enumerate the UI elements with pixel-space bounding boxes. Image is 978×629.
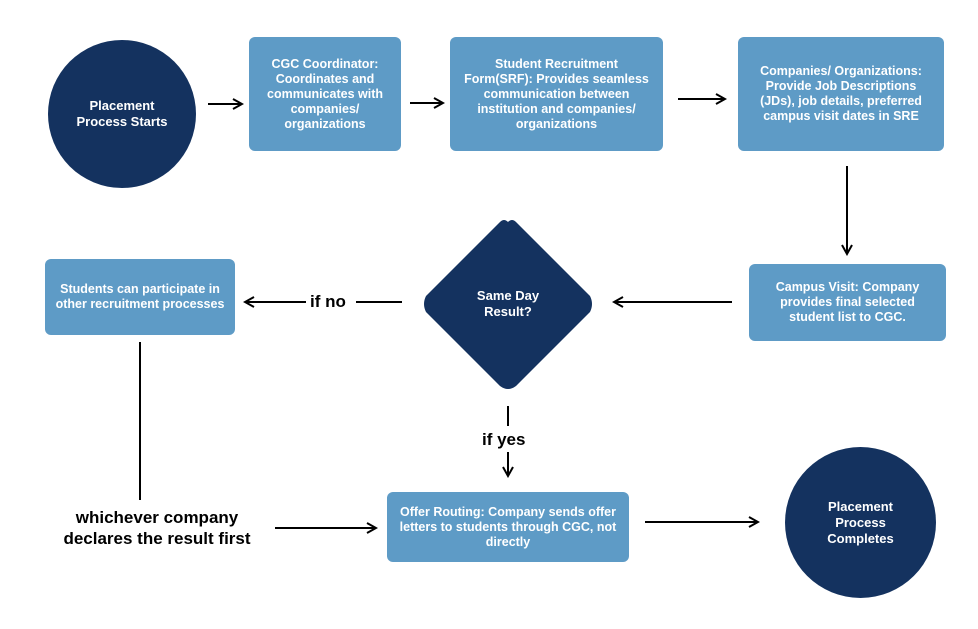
- offer-routing-box: Offer Routing: Company sends offer lette…: [387, 492, 629, 562]
- end-label: Placement Process Completes: [827, 498, 894, 546]
- if-yes-label: if yes: [482, 430, 526, 449]
- end-circle: Placement Process Completes: [785, 447, 936, 598]
- decision-label: Same Day Result?: [476, 288, 540, 319]
- companies-box: Companies/ Organizations: Provide Job De…: [738, 37, 944, 151]
- srf-label: Student Recruitment Form(SRF): Provides …: [464, 56, 649, 131]
- companies-label: Companies/ Organizations: Provide Job De…: [760, 64, 922, 123]
- cgc-coordinator-box: CGC Coordinator: Coordinates and communi…: [249, 37, 401, 151]
- offer-routing-label: Offer Routing: Company sends offer lette…: [399, 504, 617, 549]
- whichever-label: whichever company declares the result fi…: [63, 508, 251, 548]
- other-processes-label: Students can participate in other recrui…: [55, 282, 225, 311]
- if-no-label: if no: [310, 292, 346, 311]
- start-circle: Placement Process Starts: [48, 40, 196, 188]
- campus-visit-box: Campus Visit: Company provides final sel…: [749, 264, 946, 341]
- diamond-shape: [424, 220, 592, 389]
- decision-diamond: Same Day Result?: [422, 218, 594, 390]
- other-processes-box: Students can participate in other recrui…: [45, 259, 235, 335]
- start-label: Placement Process Starts: [76, 98, 168, 129]
- campus-visit-label: Campus Visit: Company provides final sel…: [775, 280, 920, 324]
- srf-box: Student Recruitment Form(SRF): Provides …: [450, 37, 663, 151]
- cgc-coordinator-label: CGC Coordinator: Coordinates and communi…: [267, 56, 383, 131]
